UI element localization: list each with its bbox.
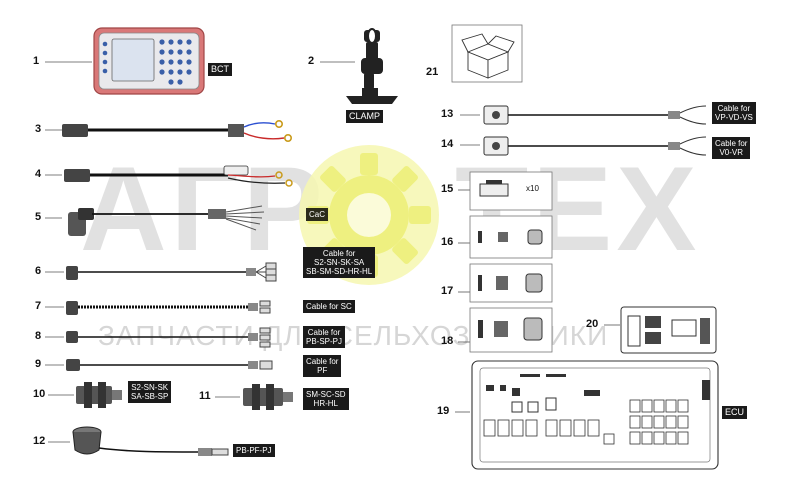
ecu-board bbox=[471, 360, 719, 470]
part-number-17: 17 bbox=[441, 285, 454, 297]
tag-sensor-12: PB-PF-PJ bbox=[233, 444, 275, 457]
part-number-20: 20 bbox=[586, 318, 599, 330]
cable-8 bbox=[66, 327, 271, 348]
tag-sensor-11: SM-SC-SD HR-HL bbox=[303, 388, 349, 410]
part-number-1: 1 bbox=[33, 55, 40, 67]
tag-sensor-11-line-2: HR-HL bbox=[313, 399, 338, 408]
tag-cable-14-line-1: Cable for bbox=[715, 139, 748, 148]
part-number-11: 11 bbox=[199, 390, 211, 402]
part-number-9: 9 bbox=[35, 358, 42, 370]
part-number-12: 12 bbox=[33, 435, 46, 447]
tag-sensor-11-line-1: SM-SC-SD bbox=[306, 390, 346, 399]
tag-cable-13-line-2: VP-VD-VS bbox=[715, 113, 753, 122]
box-16 bbox=[469, 215, 553, 259]
tag-sensor-10-line-1: S2-SN-SK bbox=[131, 383, 169, 392]
tag-cac: CaC bbox=[306, 208, 329, 221]
tag-cable-6-line-3: SB-SM-SD-HR-HL bbox=[306, 267, 373, 276]
part-number-10: 10 bbox=[33, 388, 46, 400]
clamp bbox=[346, 28, 398, 104]
cable-14 bbox=[483, 136, 707, 156]
cable-9 bbox=[66, 359, 273, 371]
part-number-8: 8 bbox=[35, 330, 42, 342]
tag-cable-8-line-2: PB-SP-PJ bbox=[306, 337, 343, 346]
tag-cable-8-line-1: Cable for bbox=[307, 328, 341, 337]
tag-cable-7-line-1: Cable for SC bbox=[306, 302, 352, 311]
tag-clamp: CLAMP bbox=[346, 110, 384, 123]
box-21 bbox=[451, 24, 523, 83]
box-15 bbox=[469, 171, 553, 211]
part-number-14: 14 bbox=[441, 138, 454, 150]
tag-cable-14-line-2: V0-VR bbox=[719, 148, 744, 157]
module-20 bbox=[620, 306, 717, 354]
sensor-11 bbox=[243, 384, 293, 410]
tag-cable-6: Cable for S2-SN-SK-SA SB-SM-SD-HR-HL bbox=[303, 247, 376, 278]
tag-cable-6-line-2: S2-SN-SK-SA bbox=[314, 258, 365, 267]
part-number-15: 15 bbox=[441, 183, 454, 195]
qty-label-15: x10 bbox=[526, 184, 539, 193]
cable-5 bbox=[68, 205, 265, 236]
part-number-3: 3 bbox=[35, 123, 42, 135]
sensor-12 bbox=[72, 426, 229, 456]
tag-cable-13-line-1: Cable for bbox=[717, 104, 751, 113]
part-number-16: 16 bbox=[441, 236, 454, 248]
box-17 bbox=[469, 263, 553, 303]
part-number-13: 13 bbox=[441, 108, 454, 120]
tag-cable-8: Cable for PB-SP-PJ bbox=[303, 326, 346, 348]
tag-sensor-10: S2-SN-SK SA-SB-SP bbox=[128, 381, 172, 403]
tag-sensor-10-line-2: SA-SB-SP bbox=[131, 392, 169, 401]
part-number-18: 18 bbox=[441, 335, 454, 347]
part-number-5: 5 bbox=[35, 211, 42, 223]
sensor-10 bbox=[76, 382, 122, 408]
tag-cable-9-line-1: Cable for bbox=[306, 357, 339, 366]
tag-ecu: ECU bbox=[722, 406, 748, 419]
cable-6 bbox=[66, 262, 277, 282]
tag-cable-9-line-2: PF bbox=[317, 366, 328, 375]
watermark-left: АГР bbox=[80, 142, 327, 276]
tag-cable-14: Cable for V0-VR bbox=[712, 137, 751, 159]
cable-7 bbox=[66, 300, 271, 315]
tag-cable-6-line-1: Cable for bbox=[322, 249, 356, 258]
tag-cable-13: Cable for VP-VD-VS bbox=[712, 102, 756, 124]
cable-3 bbox=[62, 120, 292, 143]
tag-cable-7: Cable for SC bbox=[303, 300, 355, 313]
box-18 bbox=[469, 307, 553, 353]
tag-bct: BCT bbox=[208, 63, 232, 76]
part-number-19: 19 bbox=[437, 405, 450, 417]
part-number-2: 2 bbox=[308, 55, 315, 67]
cable-4 bbox=[64, 165, 293, 187]
bct-terminal bbox=[93, 27, 205, 95]
part-number-6: 6 bbox=[35, 265, 42, 277]
part-number-7: 7 bbox=[35, 300, 42, 312]
part-number-4: 4 bbox=[35, 168, 42, 180]
part-number-21: 21 bbox=[426, 66, 439, 78]
cable-13 bbox=[483, 105, 707, 125]
tag-cable-9: Cable for PF bbox=[303, 355, 342, 377]
